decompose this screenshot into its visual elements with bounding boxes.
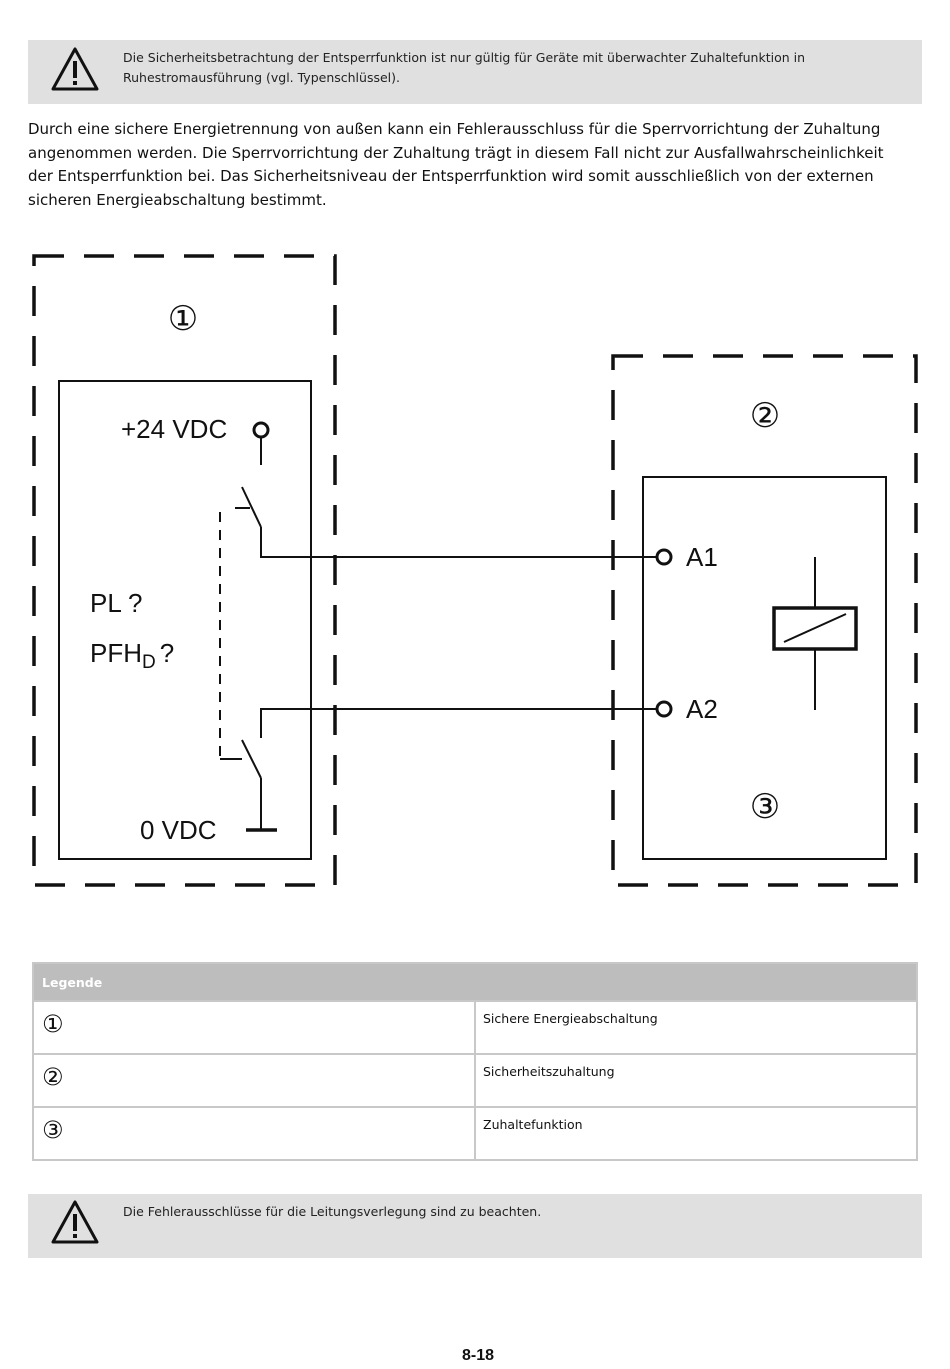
circuit-diagram: ① ② ③ +24 VDC 0 VDC PL ? PFHD? A1 A2 xyxy=(32,254,918,887)
marker-3: ③ xyxy=(750,788,780,826)
body-line: Durch eine sichere Energietrennung von a… xyxy=(28,120,881,138)
body-paragraph: Durch eine sichere Energietrennung von a… xyxy=(28,118,922,212)
legend-number: ③ xyxy=(42,1116,64,1144)
terminal-a1 xyxy=(655,548,673,566)
warning-triangle-icon xyxy=(51,1200,99,1244)
legend-table: Legende ① Sichere Energieabschaltung ② S… xyxy=(32,962,918,1161)
warning-box-top: Die Sicherheitsbetrachtung der Entsperrf… xyxy=(28,40,922,104)
coil-diagonal xyxy=(783,613,847,643)
boundary-energy-shutdown xyxy=(32,254,337,887)
label-pl: PL ? xyxy=(90,588,143,618)
plus24-terminal xyxy=(252,421,270,439)
guard-function-box xyxy=(642,476,887,860)
warning-triangle-icon xyxy=(51,47,99,91)
label-a1: A1 xyxy=(686,542,718,572)
warning-text-line: Die Sicherheitsbetrachtung der Entsperrf… xyxy=(123,50,806,65)
switch-bottom xyxy=(241,708,657,830)
marker-1: ① xyxy=(168,300,198,338)
page-number: 8-18 xyxy=(461,1347,495,1364)
label-a2: A2 xyxy=(686,694,718,724)
body-line: der Entsperrfunktion bei. Das Sicherheit… xyxy=(28,167,874,185)
marker-2: ② xyxy=(750,397,780,435)
body-line: angenommen werden. Die Sperrvorrichtung … xyxy=(28,143,884,162)
legend-description: Zuhaltefunktion xyxy=(483,1117,583,1132)
switch-top xyxy=(241,437,657,558)
legend-description: Sicherheitszuhaltung xyxy=(483,1064,615,1079)
warning-box-bottom: Die Fehlerausschlüsse für die Leitungsve… xyxy=(28,1194,922,1258)
table-row: ① Sichere Energieabschaltung xyxy=(32,1000,918,1055)
body-line: sicheren Energieabschaltung bestimmt. xyxy=(28,190,327,209)
legend-header: Legende xyxy=(32,962,918,1002)
table-row: ② Sicherheitszuhaltung xyxy=(32,1053,918,1108)
legend-number: ① xyxy=(42,1010,64,1038)
warning-text-line: Die Fehlerausschlüsse für die Leitungsve… xyxy=(123,1204,542,1219)
label-plus24: +24 VDC xyxy=(121,414,227,444)
label-pfh: PFH xyxy=(90,638,142,668)
legend-description: Sichere Energieabschaltung xyxy=(483,1011,658,1026)
label-pfh-question: ? xyxy=(160,638,174,668)
energy-shutdown-box xyxy=(58,380,312,860)
table-row: ③ Zuhaltefunktion xyxy=(32,1106,918,1161)
label-zero-vdc: 0 VDC xyxy=(140,815,217,845)
label-pfh-subscript: D xyxy=(142,652,156,673)
legend-number: ② xyxy=(42,1063,64,1091)
warning-text-line: Ruhestromausführung (vgl. Typenschlüssel… xyxy=(123,70,400,85)
label-pfhd: PFHD? xyxy=(90,638,174,673)
terminal-a2 xyxy=(655,700,673,718)
